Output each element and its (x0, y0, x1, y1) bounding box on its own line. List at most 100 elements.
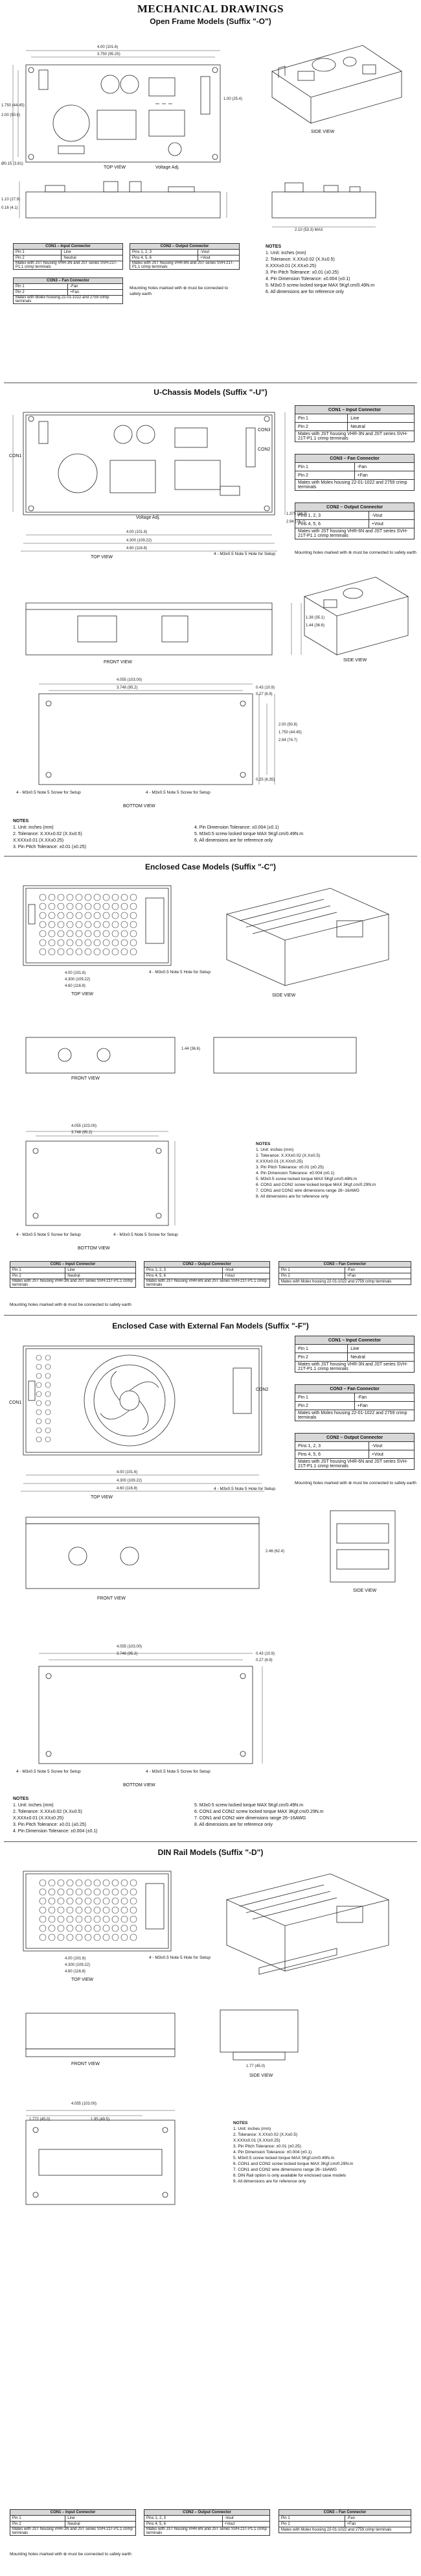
vent-hole (111, 1879, 119, 1887)
table-cell: +Fan (354, 1401, 415, 1410)
vent-hole (48, 1915, 56, 1923)
enc-con3-mates: Mates with Molex housing 22-01-1022 and … (279, 1279, 411, 1285)
u-dim-w2: 4.300 (109.22) (126, 539, 152, 543)
section-divider (4, 1841, 417, 1842)
table-cell: Pin 1 (295, 462, 355, 471)
fan-hole-note: 4 - M3x0.5 Note 5 Hole for Setup (214, 1487, 276, 1491)
table-cell: +Vout (368, 519, 415, 528)
vent-hole (130, 1924, 137, 1932)
vent-hole (39, 930, 47, 938)
table-cell: +Fan (344, 2521, 412, 2527)
vent-hole (84, 1879, 92, 1887)
vent-hole (102, 1933, 110, 1941)
vent-hole (39, 903, 47, 910)
vent-hole (93, 1906, 101, 1914)
vent-hole (84, 1933, 92, 1941)
table-cell: +Vout (198, 255, 240, 261)
fan-mounting-note: Mounting holes marked with ⊕ must be con… (295, 1481, 416, 1485)
vent-hole (39, 939, 47, 947)
din-dim-w2: 4.300 (109.22) (65, 1963, 91, 1967)
table-cell: -Vout (222, 1267, 271, 1273)
vent-hole (130, 921, 137, 928)
vent-hole (84, 893, 92, 901)
vent-hole (57, 948, 65, 956)
din-dim-bw1: 4.055 (103.00) (71, 2102, 97, 2106)
note-item: 7. CON1 and CON2 wire dimensions range 2… (256, 1188, 359, 1193)
table-cell: Pin 1 (279, 1267, 345, 1273)
of-top-view-label: TOP VIEW (104, 165, 126, 170)
table-cell: Pin 1 (9, 2515, 66, 2522)
of-con3-header: CON3 – Fan Connector (13, 278, 123, 284)
table-cell: Pins 4, 5, 6 (129, 255, 199, 261)
note-item: 8. All dimensions are for reference only (194, 1823, 273, 1827)
u-con2-header: CON2 – Output Connector (295, 502, 415, 512)
table-cell: -Fan (354, 462, 415, 471)
table-cell: Line (347, 1344, 415, 1353)
note-item: 2. Tolerance: X.XX±0.02 (X.X±0.5) (13, 1810, 82, 1814)
table-cell: Pin 1 (12, 283, 69, 290)
vent-hole (111, 939, 119, 947)
of-dim-front-w: 2.10 (53.3) MAX (295, 228, 323, 232)
vent-hole (45, 1436, 51, 1443)
vent-hole (66, 1879, 74, 1887)
note-item: 9. All dimensions are for reference only (233, 2179, 306, 2184)
of-con2-header: CON2 – Output Connector (130, 243, 240, 250)
vent-hole (57, 1924, 65, 1932)
vent-hole (130, 1879, 137, 1887)
din-dim-b-l: 1.772 (45.0) (29, 2118, 51, 2121)
table-cell: Pin 2 (9, 2521, 66, 2527)
vent-hole (48, 1888, 56, 1896)
note-item: 3. Pin Pitch Tolerance: ±0.01 (±0.25) (256, 1165, 324, 1170)
note-item: 4. Pin Dimension Tolerance: ±0.004 (±0.1… (233, 2150, 312, 2155)
enc-con3-table: CON3 – Fan Connector Pin 1-Fan Pin 2+Fan… (279, 1261, 412, 1285)
vent-hole (130, 930, 137, 938)
vent-hole (75, 939, 83, 947)
din-side-view-label: SIDE VIEW (249, 2074, 273, 2078)
note-item: 8. DIN Rail option is only available for… (233, 2173, 347, 2178)
u-dim-fv-h1: 1.38 (35.1) (306, 616, 325, 620)
vent-hole (36, 1427, 42, 1434)
vent-hole (57, 921, 65, 928)
vent-hole (45, 1427, 51, 1434)
vent-hole (57, 1933, 65, 1941)
vent-hole (120, 1897, 128, 1905)
vent-hole (36, 1373, 42, 1379)
vent-hole (111, 1888, 119, 1896)
vent-hole (84, 903, 92, 910)
vent-hole (75, 1888, 83, 1896)
din-con2-table: CON2 – Output Connector Pins 1, 2, 3-Vou… (144, 2509, 271, 2536)
fan-front-view-label: FRONT VIEW (97, 1596, 126, 1601)
u-chassis-drawings (12, 412, 409, 785)
vent-hole (102, 930, 110, 938)
din-notes-title: NOTES (233, 2121, 248, 2125)
table-cell: Line (65, 1267, 136, 1273)
vent-hole (66, 1906, 74, 1914)
vent-hole (111, 930, 119, 938)
vent-hole (102, 939, 110, 947)
enc-top-view-label: TOP VIEW (71, 992, 93, 997)
table-cell: Pin 1 (295, 1393, 355, 1402)
u-con2-label: CON2 (258, 447, 271, 452)
din-top-view-label: TOP VIEW (71, 1978, 93, 1982)
note-item: 6. CON1 and CON2 screw locked torque MAX… (256, 1183, 376, 1187)
note-item: 5. M3x0.5 screw locked torque MAX 5Kgf.c… (194, 1803, 304, 1808)
vent-hole (66, 930, 74, 938)
vent-hole (102, 1897, 110, 1905)
note-item: 1. Unit: inches (mm) (266, 251, 306, 255)
vent-hole (66, 921, 74, 928)
vent-hole (93, 1915, 101, 1923)
vent-hole (111, 1906, 119, 1914)
vent-hole (75, 1924, 83, 1932)
din-con3-mates: Mates with Molex housing 22-01-1022 and … (279, 2527, 411, 2533)
vent-hole (120, 930, 128, 938)
vent-hole (111, 912, 119, 919)
table-cell: Pins 4, 5, 6 (144, 1273, 223, 1279)
vent-hole (75, 903, 83, 910)
section-divider (4, 856, 417, 857)
enc-dim-bw2: 3.748 (95.2) (71, 1131, 93, 1135)
u-hole-note: 4 - M3x0.5 Note 5 Hole for Setup (214, 552, 276, 556)
of-con2-mates: Mates with JST housing VHR-6N and JST se… (130, 261, 240, 270)
vent-hole (66, 1933, 74, 1941)
note-item: X.XXX±0.01 (X.XX±0.25) (256, 1159, 303, 1164)
